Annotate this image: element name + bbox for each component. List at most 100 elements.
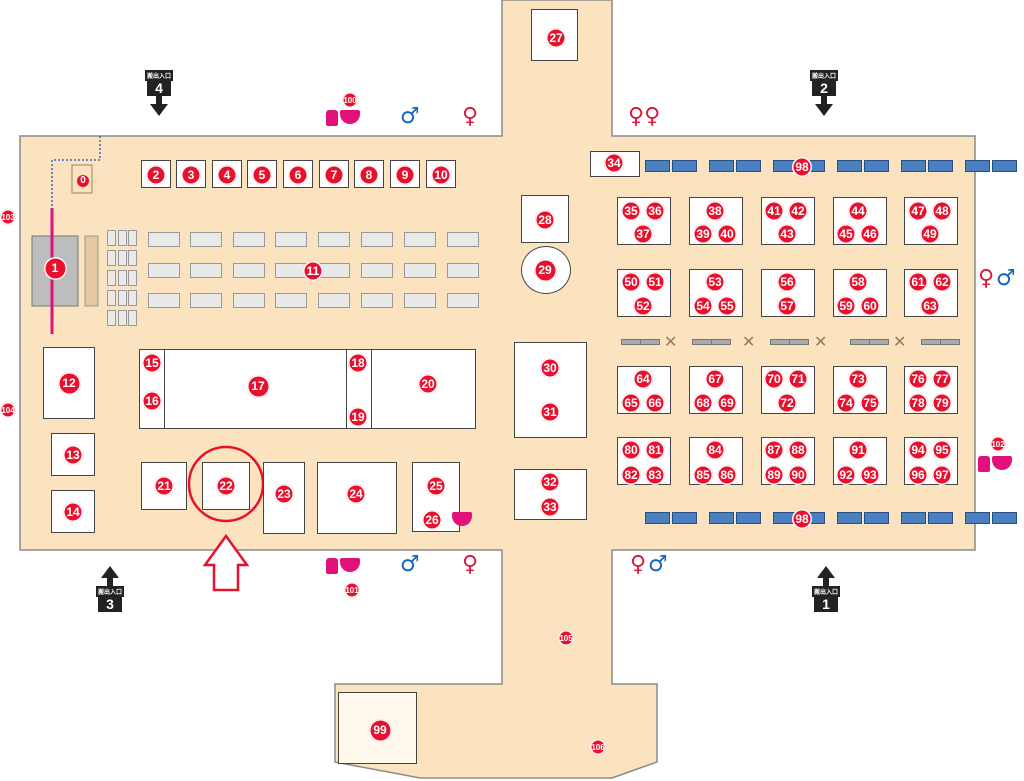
booth-number-54[interactable]: 54 — [693, 296, 713, 316]
booth-number-60[interactable]: 60 — [860, 296, 880, 316]
booth-number-90[interactable]: 90 — [788, 465, 808, 485]
booth-number-20[interactable]: 20 — [418, 374, 438, 394]
booth-number-19[interactable]: 19 — [348, 407, 368, 427]
booth-number-102[interactable]: 102 — [990, 436, 1006, 452]
booth-number-101[interactable]: 101 — [344, 582, 360, 598]
booth-number-63[interactable]: 63 — [920, 296, 940, 316]
booth-number-95[interactable]: 95 — [932, 440, 952, 460]
booth-number-66[interactable]: 66 — [645, 393, 665, 413]
booth-number-22[interactable]: 22 — [216, 476, 236, 496]
booth-number-46[interactable]: 46 — [860, 224, 880, 244]
booth-number-87[interactable]: 87 — [764, 440, 784, 460]
booth-number-6[interactable]: 6 — [288, 165, 308, 185]
booth-number-97[interactable]: 97 — [932, 465, 952, 485]
booth-number-42[interactable]: 42 — [788, 201, 808, 221]
booth-number-39[interactable]: 39 — [693, 224, 713, 244]
booth-number-31[interactable]: 31 — [540, 402, 560, 422]
booth-number-4[interactable]: 4 — [217, 165, 237, 185]
booth-number-69[interactable]: 69 — [717, 393, 737, 413]
booth-number-32[interactable]: 32 — [540, 472, 560, 492]
booth-number-70[interactable]: 70 — [764, 369, 784, 389]
booth-number-52[interactable]: 52 — [633, 296, 653, 316]
booth-number-104[interactable]: 104 — [0, 402, 16, 418]
booth-number-40[interactable]: 40 — [717, 224, 737, 244]
booth-number-30[interactable]: 30 — [540, 358, 560, 378]
booth-number-26[interactable]: 26 — [422, 510, 442, 530]
booth-number-14[interactable]: 14 — [63, 502, 83, 522]
booth-number-78[interactable]: 78 — [908, 393, 928, 413]
booth-number-72[interactable]: 72 — [777, 393, 797, 413]
booth-number-56[interactable]: 56 — [777, 272, 797, 292]
booth-number-2[interactable]: 2 — [146, 165, 166, 185]
booth-number-61[interactable]: 61 — [908, 272, 928, 292]
booth-number-64[interactable]: 64 — [633, 369, 653, 389]
booth-number-17[interactable]: 17 — [246, 374, 270, 398]
booth-number-106[interactable]: 106 — [590, 739, 606, 755]
booth-number-53[interactable]: 53 — [705, 272, 725, 292]
booth-number-67[interactable]: 67 — [705, 369, 725, 389]
booth-number-13[interactable]: 13 — [63, 445, 83, 465]
booth-number-23[interactable]: 23 — [274, 484, 294, 504]
booth-number-68[interactable]: 68 — [693, 393, 713, 413]
booth-number-35[interactable]: 35 — [621, 201, 641, 221]
booth-number-81[interactable]: 81 — [645, 440, 665, 460]
booth-number-79[interactable]: 79 — [932, 393, 952, 413]
booth-number-44[interactable]: 44 — [848, 201, 868, 221]
booth-number-77[interactable]: 77 — [932, 369, 952, 389]
booth-number-96[interactable]: 96 — [908, 465, 928, 485]
booth-number-15[interactable]: 15 — [142, 353, 162, 373]
booth-number-3[interactable]: 3 — [181, 165, 201, 185]
booth-number-36[interactable]: 36 — [645, 201, 665, 221]
booth-number-28[interactable]: 28 — [535, 210, 555, 230]
booth-number-45[interactable]: 45 — [836, 224, 856, 244]
booth-number-85[interactable]: 85 — [693, 465, 713, 485]
booth-number-1[interactable]: 1 — [43, 256, 67, 280]
booth-number-8[interactable]: 8 — [359, 165, 379, 185]
booth-number-10[interactable]: 10 — [431, 165, 451, 185]
booth-number-5[interactable]: 5 — [252, 165, 272, 185]
booth-number-86[interactable]: 86 — [717, 465, 737, 485]
booth-number-21[interactable]: 21 — [154, 476, 174, 496]
booth-number-33[interactable]: 33 — [540, 497, 560, 517]
booth-number-11[interactable]: 11 — [303, 261, 323, 281]
booth-number-18[interactable]: 18 — [348, 353, 368, 373]
booth-number-29[interactable]: 29 — [533, 258, 557, 282]
booth-number-93[interactable]: 93 — [860, 465, 880, 485]
booth-number-43[interactable]: 43 — [777, 224, 797, 244]
booth-number-84[interactable]: 84 — [705, 440, 725, 460]
booth-number-55[interactable]: 55 — [717, 296, 737, 316]
booth-number-105[interactable]: 105 — [558, 630, 574, 646]
booth-number-92[interactable]: 92 — [836, 465, 856, 485]
booth-number-50[interactable]: 50 — [621, 272, 641, 292]
booth-number-38[interactable]: 38 — [705, 201, 725, 221]
booth-number-25[interactable]: 25 — [426, 476, 446, 496]
booth-number-80[interactable]: 80 — [621, 440, 641, 460]
booth-number-83[interactable]: 83 — [645, 465, 665, 485]
booth-number-62[interactable]: 62 — [932, 272, 952, 292]
booth-number-91[interactable]: 91 — [848, 440, 868, 460]
booth-number-34[interactable]: 34 — [604, 153, 624, 173]
booth-number-76[interactable]: 76 — [908, 369, 928, 389]
booth-number-73[interactable]: 73 — [848, 369, 868, 389]
booth-number-41[interactable]: 41 — [764, 201, 784, 221]
booth-number-65[interactable]: 65 — [621, 393, 641, 413]
booth-number-16[interactable]: 16 — [142, 391, 162, 411]
booth-number-12[interactable]: 12 — [57, 371, 81, 395]
booth-number-47[interactable]: 47 — [908, 201, 928, 221]
booth-number-103[interactable]: 103 — [0, 209, 16, 225]
booth-number-51[interactable]: 51 — [645, 272, 665, 292]
booth-number-89[interactable]: 89 — [764, 465, 784, 485]
booth-number-98[interactable]: 98 — [792, 157, 812, 177]
booth-number-59[interactable]: 59 — [836, 296, 856, 316]
booth-number-71[interactable]: 71 — [788, 369, 808, 389]
booth-number-57[interactable]: 57 — [777, 296, 797, 316]
booth-number-98[interactable]: 98 — [792, 509, 812, 529]
booth-number-49[interactable]: 49 — [920, 224, 940, 244]
booth-number-88[interactable]: 88 — [788, 440, 808, 460]
booth-number-94[interactable]: 94 — [908, 440, 928, 460]
booth-number-58[interactable]: 58 — [848, 272, 868, 292]
booth-number-75[interactable]: 75 — [860, 393, 880, 413]
booth-number-100[interactable]: 100 — [342, 92, 358, 108]
booth-number-9[interactable]: 9 — [395, 165, 415, 185]
booth-number-99[interactable]: 99 — [368, 718, 392, 742]
